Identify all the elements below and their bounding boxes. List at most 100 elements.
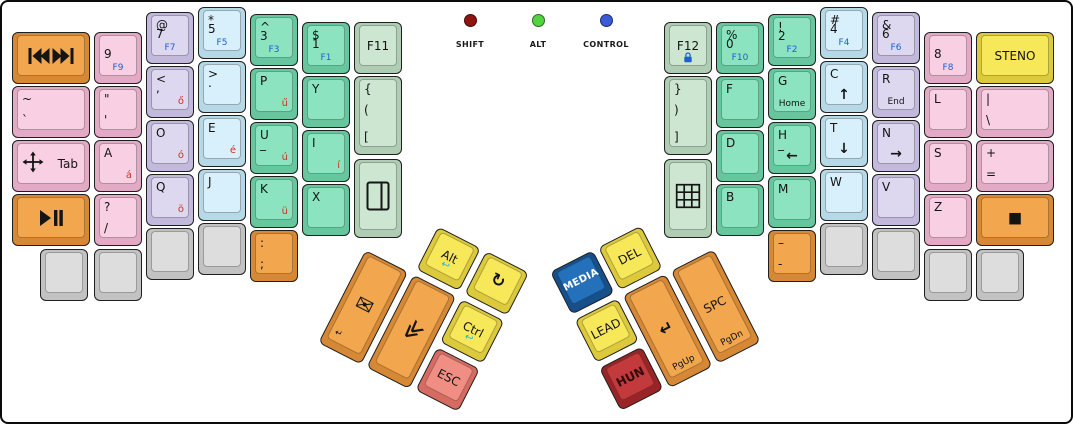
- key-a-label-0: A: [104, 146, 113, 160]
- key-close-brackets-label-1: ): [674, 103, 679, 118]
- blank-key[interactable]: [146, 228, 194, 280]
- shift-indicator-dot: [463, 14, 477, 27]
- key-steno[interactable]: STENO: [976, 32, 1054, 84]
- key-esc-cap: ESC: [423, 352, 475, 403]
- key-o-label-1: ó: [177, 150, 184, 161]
- key-equals[interactable]: +=: [976, 140, 1054, 192]
- key-2-label-2: F2: [786, 45, 798, 55]
- key-s[interactable]: S: [924, 140, 972, 192]
- key-u[interactable]: U_ú: [250, 122, 298, 174]
- blank-key[interactable]: [976, 249, 1024, 301]
- key-period-label-1: .: [208, 75, 212, 90]
- key-n-label-0: N: [882, 126, 891, 140]
- key-m[interactable]: M: [768, 176, 816, 228]
- blank-key-cap: [99, 252, 137, 293]
- key-l-label-0: L: [934, 92, 941, 106]
- key-alt-cap: Alt↩: [424, 231, 476, 282]
- layer-indicators: SHIFT ALT CONTROL: [442, 14, 646, 49]
- key-0-label-0: %: [726, 28, 738, 42]
- key-tilde[interactable]: ~`: [12, 86, 90, 138]
- blank-key[interactable]: [94, 249, 142, 301]
- key-b[interactable]: B: [716, 184, 764, 236]
- key-8-label-0: 8: [934, 46, 942, 61]
- key-stop-cap: ■: [981, 197, 1049, 238]
- key-close-brackets[interactable]: })]: [664, 76, 712, 155]
- key-f[interactable]: F: [716, 76, 764, 128]
- key-period[interactable]: >.: [198, 61, 246, 113]
- key-keypad-layer[interactable]: [664, 159, 712, 238]
- key-open-brackets-cap: {([: [359, 79, 397, 147]
- key-pipe[interactable]: |\: [976, 86, 1054, 138]
- key-t[interactable]: T↓: [820, 115, 868, 167]
- key-apostrophe[interactable]: "': [94, 86, 142, 138]
- key-stop[interactable]: ■: [976, 194, 1054, 246]
- key-lcd-toggle[interactable]: [354, 159, 402, 238]
- key-1-label-0: $: [312, 28, 320, 42]
- key-semicolon-cap: :;: [255, 233, 293, 274]
- lock-icon: [684, 52, 693, 63]
- key-pipe-cap: |\: [981, 89, 1049, 130]
- key-ctrl-cap: Ctrl↩: [448, 304, 499, 355]
- blank-key[interactable]: [820, 223, 868, 275]
- key-h[interactable]: H_←: [768, 122, 816, 174]
- key-open-brackets-label-2: [: [364, 130, 369, 144]
- key-hun-layer-label-0: HUN: [613, 363, 647, 390]
- key-prev-next-track[interactable]: [12, 32, 90, 84]
- key-comma-cap: <,ő: [151, 69, 189, 110]
- key-tab[interactable]: Tab: [12, 140, 90, 192]
- key-email-macro-label-0: ✉: [351, 289, 378, 320]
- key-question[interactable]: ?/: [94, 194, 142, 246]
- blank-key[interactable]: [872, 228, 920, 280]
- key-c-label-0: C: [830, 67, 839, 81]
- blank-key[interactable]: [198, 223, 246, 275]
- key-dash[interactable]: –-: [768, 230, 816, 282]
- key-w[interactable]: W: [820, 169, 868, 221]
- key-d[interactable]: D: [716, 130, 764, 182]
- key-period-cap: >.: [203, 64, 241, 105]
- key-n[interactable]: N→: [872, 120, 920, 172]
- key-c[interactable]: C↑: [820, 61, 868, 113]
- key-v[interactable]: V: [872, 174, 920, 226]
- blank-key-cap: [929, 252, 967, 293]
- key-y[interactable]: Y: [302, 76, 350, 128]
- blank-key[interactable]: [40, 249, 88, 301]
- blank-key[interactable]: [924, 249, 972, 301]
- key-play-pause[interactable]: [12, 194, 90, 246]
- key-l[interactable]: L: [924, 86, 972, 138]
- key-z[interactable]: Z: [924, 194, 972, 246]
- key-semicolon[interactable]: :;: [250, 230, 298, 282]
- key-q-label-1: ö: [177, 204, 184, 215]
- key-f11[interactable]: F11: [354, 22, 402, 74]
- key-comma[interactable]: <,ő: [146, 66, 194, 118]
- key-open-brackets[interactable]: {([: [354, 76, 402, 155]
- key-close-brackets-label-2: ]: [674, 130, 679, 144]
- key-f12[interactable]: F12: [664, 22, 712, 74]
- key-j[interactable]: J: [198, 169, 246, 221]
- key-2-label-0: !: [778, 20, 783, 34]
- key-x[interactable]: X: [302, 184, 350, 236]
- blank-key-cap: [203, 226, 241, 267]
